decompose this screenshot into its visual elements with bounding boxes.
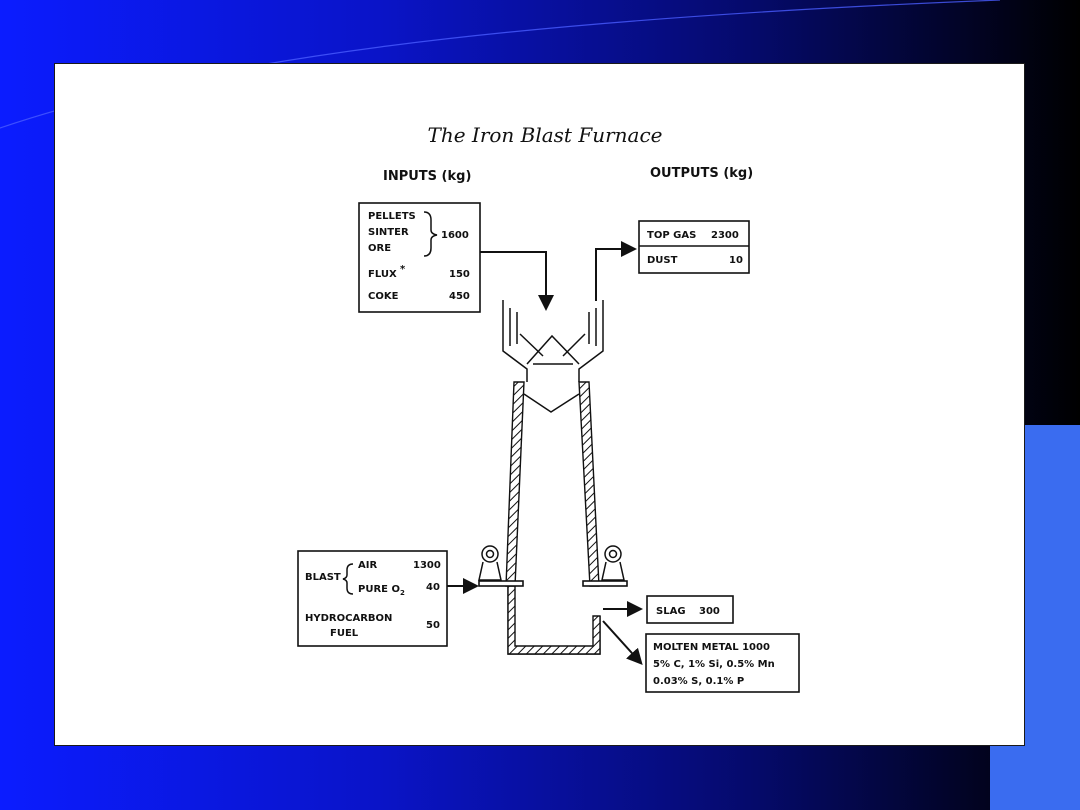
- coke-label: COKE: [368, 291, 399, 302]
- ore-brace-icon: [423, 211, 438, 257]
- pure-o2-label: PURE O2: [358, 584, 405, 597]
- molten-metal-line2: 5% C, 1% Si, 0.5% Mn: [653, 659, 775, 670]
- slag-output-box: SLAG 300: [646, 595, 734, 624]
- inputs-header: INPUTS (kg): [383, 169, 471, 184]
- molten-metal-line1: MOLTEN METAL 1000: [653, 642, 770, 653]
- slide-panel: The Iron Blast Furnace INPUTS (kg) OUTPU…: [54, 63, 1025, 746]
- outputs-header: OUTPUTS (kg): [650, 166, 753, 181]
- diagram-title: The Iron Blast Furnace: [428, 123, 663, 147]
- top-gas-value: 2300: [711, 230, 739, 241]
- flux-label: FLUX: [368, 269, 397, 280]
- slag-value: 300: [699, 606, 720, 617]
- pellets-label: PELLETS: [368, 211, 416, 222]
- dust-label: DUST: [647, 255, 678, 266]
- furnace-top-hopper: [502, 300, 604, 382]
- air-value: 1300: [413, 560, 441, 571]
- molten-metal-line3: 0.03% S, 0.1% P: [653, 676, 744, 687]
- dust-value: 10: [729, 255, 743, 266]
- flux-footnote-mark: *: [400, 264, 406, 275]
- fuel-value: 50: [426, 620, 440, 631]
- ore-total-value: 1600: [441, 230, 469, 241]
- blast-input-box: BLAST AIR 1300 PURE O2 40 HYDROCARBON FU…: [297, 550, 448, 647]
- top-gas-label: TOP GAS: [647, 230, 696, 241]
- left-tuyere-icon: [478, 545, 524, 587]
- molten-metal-arrow: [602, 620, 643, 665]
- top-gas-arrow: [595, 241, 637, 301]
- blast-brace-icon: [342, 563, 354, 595]
- flux-value: 150: [449, 269, 470, 280]
- sinter-label: SINTER: [368, 227, 409, 238]
- ore-label: ORE: [368, 243, 391, 254]
- fuel-label: FUEL: [330, 628, 359, 639]
- hydrocarbon-label: HYDROCARBON: [305, 613, 392, 624]
- o2-value: 40: [426, 582, 440, 593]
- air-label: AIR: [358, 560, 377, 571]
- top-output-box: TOP GAS 2300 DUST 10: [638, 220, 750, 274]
- charge-input-box: PELLETS SINTER ORE 1600 FLUX * 150 COKE …: [358, 202, 481, 313]
- blast-furnace-diagram: The Iron Blast Furnace INPUTS (kg) OUTPU…: [297, 123, 800, 693]
- slag-label: SLAG: [656, 606, 686, 617]
- molten-metal-box: MOLTEN METAL 1000 5% C, 1% Si, 0.5% Mn 0…: [645, 633, 800, 693]
- right-tuyere-icon: [582, 545, 628, 587]
- blast-label: BLAST: [305, 572, 341, 583]
- charge-feed-arrow: [480, 251, 554, 311]
- furnace-shaft: [505, 381, 601, 655]
- coke-value: 450: [449, 291, 470, 302]
